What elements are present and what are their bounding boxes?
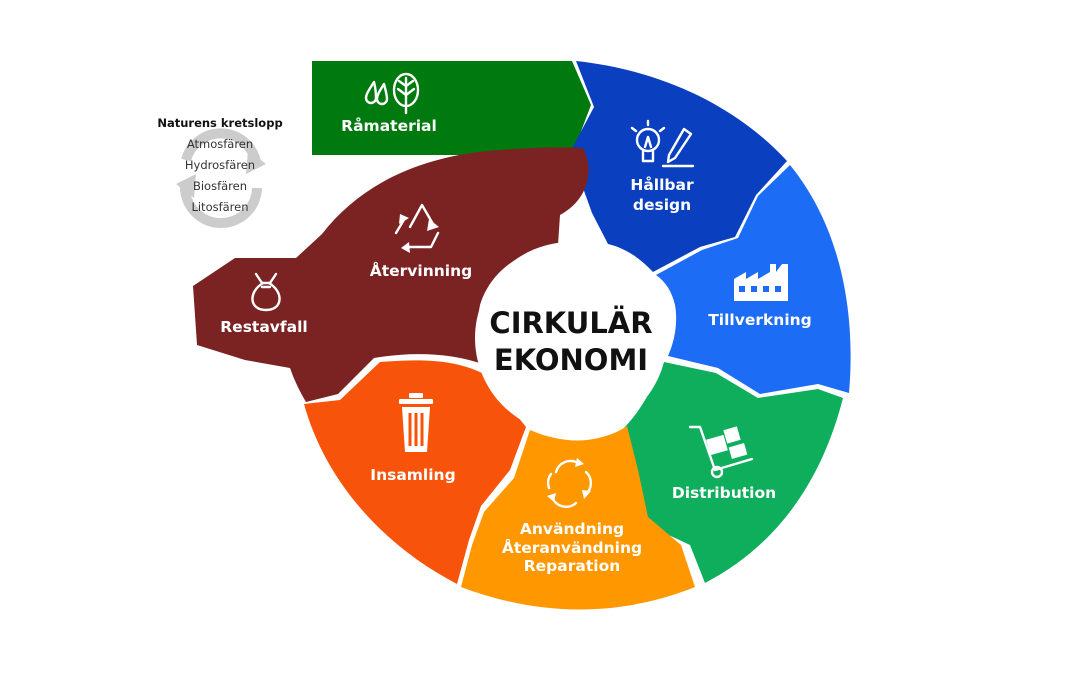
label-hallbar-line1: Hållbar	[630, 175, 694, 194]
nature-item-biosfaren: Biosfären	[193, 179, 247, 193]
label-hallbar-line2: design	[633, 196, 691, 214]
hand-truck-boxes-icon	[688, 425, 754, 479]
label-anvandning-line3: Reparation	[524, 557, 621, 575]
label-anvandning-line1: Användning	[520, 520, 624, 538]
lightbulb-pencil-icon	[630, 119, 695, 168]
garbage-bag-icon	[251, 272, 281, 312]
water-drops-tree-icon	[364, 72, 420, 115]
segment-tillverkning: Tillverkning	[656, 165, 851, 394]
cycle-arrows-icon	[176, 128, 266, 228]
label-restavfall: Restavfall	[220, 318, 307, 336]
center-title-line2: EKONOMI	[494, 343, 648, 377]
circular-arrows-icon	[546, 458, 593, 508]
label-insamling: Insamling	[370, 466, 455, 484]
center-title-line1: CIRKULÄR	[489, 306, 652, 340]
factory-icon	[734, 264, 788, 301]
recycle-icon	[394, 203, 440, 253]
label-ramaterial: Råmaterial	[341, 116, 437, 135]
nature-item-hydrosfaren: Hydrosfären	[185, 158, 255, 172]
segment-anvandning: Användning Återanvändning Reparation	[461, 426, 695, 610]
trash-bin-icon	[399, 393, 433, 452]
segment-atervinning-restavfall: Återvinning Restavfall	[193, 147, 589, 402]
label-atervinning: Återvinning	[370, 261, 473, 280]
nature-title: Naturens kretslopp	[157, 116, 282, 130]
label-tillverkning: Tillverkning	[708, 311, 812, 329]
segment-hallbar-design: Hållbar design	[570, 61, 787, 272]
segment-insamling: Insamling	[304, 360, 526, 584]
label-anvandning-line2: Återanvändning	[502, 538, 642, 557]
nature-item-litosfaren: Litosfären	[191, 200, 248, 214]
label-distribution: Distribution	[672, 484, 776, 502]
segment-ramaterial: Råmaterial	[312, 61, 591, 155]
nature-cycle: Naturens kretslopp Atmosfären Hydrosfäre…	[157, 116, 283, 228]
nature-item-atmosfaren: Atmosfären	[187, 137, 253, 151]
segment-distribution: Distribution	[622, 362, 843, 583]
center-circle: CIRKULÄR EKONOMI	[475, 242, 667, 434]
